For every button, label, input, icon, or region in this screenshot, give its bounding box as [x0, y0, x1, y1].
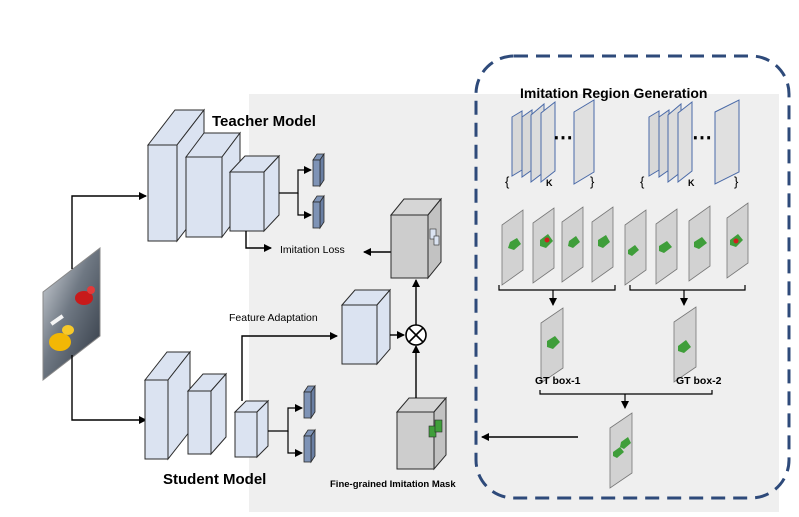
anchor-stack-2: [648, 99, 740, 185]
student-head-block-1: [303, 384, 316, 420]
teacher-layer-3: [228, 154, 281, 233]
k-label-1: K: [546, 178, 553, 188]
student-layer-2: [186, 372, 228, 456]
ellipsis-1: ⋯: [553, 127, 573, 149]
final-mask-map: [609, 412, 633, 489]
student-head-block-2: [303, 428, 316, 464]
iou-map: [688, 205, 711, 282]
imitation-region-border: [474, 54, 791, 500]
k-label-2: K: [688, 178, 695, 188]
student-layer-1: [143, 350, 192, 461]
teacher-head-block-2: [312, 194, 325, 230]
imitation-mask-cube: [395, 396, 448, 471]
teacher-layer-1: [146, 108, 206, 243]
iou-maps-group-1: [501, 206, 614, 286]
region-generation-title: Imitation Region Generation: [520, 85, 707, 101]
teacher-head-connectors: [279, 166, 312, 219]
ellipsis-2: ⋯: [692, 127, 712, 149]
feature-adaptation-label: Feature Adaptation: [229, 312, 318, 324]
iou-map: [655, 208, 678, 285]
adapted-feature-cube: [340, 288, 392, 366]
final-merge-bracket: [539, 390, 713, 409]
teacher-head-block-1: [312, 152, 325, 188]
student-model-label: Student Model: [163, 471, 266, 488]
iou-maps-group-2: [624, 202, 749, 286]
brace-left-2: {: [640, 174, 645, 189]
iou-map: [532, 207, 555, 284]
teacher-model-label: Teacher Model: [212, 113, 316, 130]
brace-right-1: }: [590, 174, 595, 189]
imitation-loss-label: Imitation Loss: [280, 244, 345, 256]
iou-map: [726, 202, 749, 279]
circle-times-icon: [405, 324, 427, 346]
anchor-stack-1: [511, 99, 595, 185]
feature-adaptation-connector: [241, 332, 338, 401]
student-layer-3: [233, 399, 270, 459]
iou-map: [561, 206, 584, 283]
imitation-mask-label: Fine-grained Imitation Mask: [330, 479, 456, 490]
merge-brackets: [498, 285, 746, 306]
gt-box-2-map: [673, 306, 697, 383]
car-photo-icon: [42, 246, 101, 382]
input-connectors: [71, 192, 147, 424]
masked-feature-cube: [389, 197, 443, 280]
brace-left-1: {: [505, 174, 510, 189]
gt-box-1-label: GT box-1: [535, 375, 581, 387]
imitation-loss-connectors: [245, 231, 391, 256]
iou-map: [624, 209, 647, 286]
brace-right-2: }: [734, 174, 739, 189]
iou-map: [501, 209, 524, 286]
student-head-connectors: [268, 404, 303, 457]
gt-box-1-map: [540, 307, 564, 384]
iou-map: [591, 206, 614, 283]
gt-box-2-label: GT box-2: [676, 375, 722, 387]
